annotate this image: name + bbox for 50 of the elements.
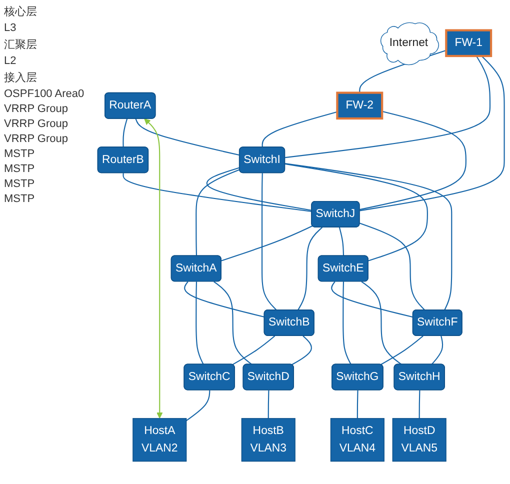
note-label: MSTP — [4, 193, 36, 205]
note-label: MSTP — [4, 163, 36, 175]
connector — [196, 282, 204, 365]
connector — [135, 118, 240, 156]
note-label: 接入层 — [4, 70, 38, 85]
connector — [122, 118, 128, 148]
note-label: 汇聚层 — [4, 38, 38, 52]
connector — [342, 282, 352, 365]
connector — [206, 167, 312, 211]
node-box: FW-2 — [336, 92, 384, 120]
note-label: VRRP Group — [4, 133, 69, 145]
connector — [261, 173, 277, 311]
connector — [338, 227, 344, 256]
connector — [431, 336, 444, 365]
note-label: MSTP — [4, 178, 36, 190]
connector — [268, 390, 270, 418]
connector — [285, 162, 452, 310]
connector — [122, 173, 312, 212]
connector — [221, 225, 313, 262]
connector — [214, 281, 252, 365]
connector — [184, 281, 265, 318]
note-label: L3 — [4, 22, 18, 34]
arrow — [144, 118, 163, 418]
connector — [196, 169, 240, 256]
node-box: HostC VLAN4 — [330, 418, 384, 462]
connector — [291, 336, 312, 366]
connector — [262, 111, 338, 148]
note-label: L2 — [4, 55, 18, 67]
connector — [285, 56, 491, 158]
connector — [232, 336, 276, 366]
note-label: OSPF100 Area0 — [4, 88, 86, 100]
note-label: 核心层 — [4, 4, 38, 19]
node-box: HostA VLAN2 — [132, 418, 187, 462]
note-label: VRRP Group — [4, 103, 69, 115]
node-box: HostB VLAN3 — [241, 418, 296, 462]
node-box: HostD VLAN5 — [392, 418, 446, 462]
connector — [361, 281, 402, 365]
connector — [186, 390, 210, 422]
connector — [285, 163, 428, 262]
connector — [360, 110, 466, 210]
note-label: MSTP — [4, 148, 36, 160]
connector — [380, 336, 424, 366]
connector — [331, 281, 414, 318]
connector — [360, 56, 505, 212]
connector — [418, 390, 420, 418]
connector — [297, 227, 323, 311]
connector — [356, 390, 358, 418]
node-box: FW-1 — [445, 29, 492, 58]
note-label: VRRP Group — [4, 118, 69, 130]
connector — [360, 222, 426, 311]
